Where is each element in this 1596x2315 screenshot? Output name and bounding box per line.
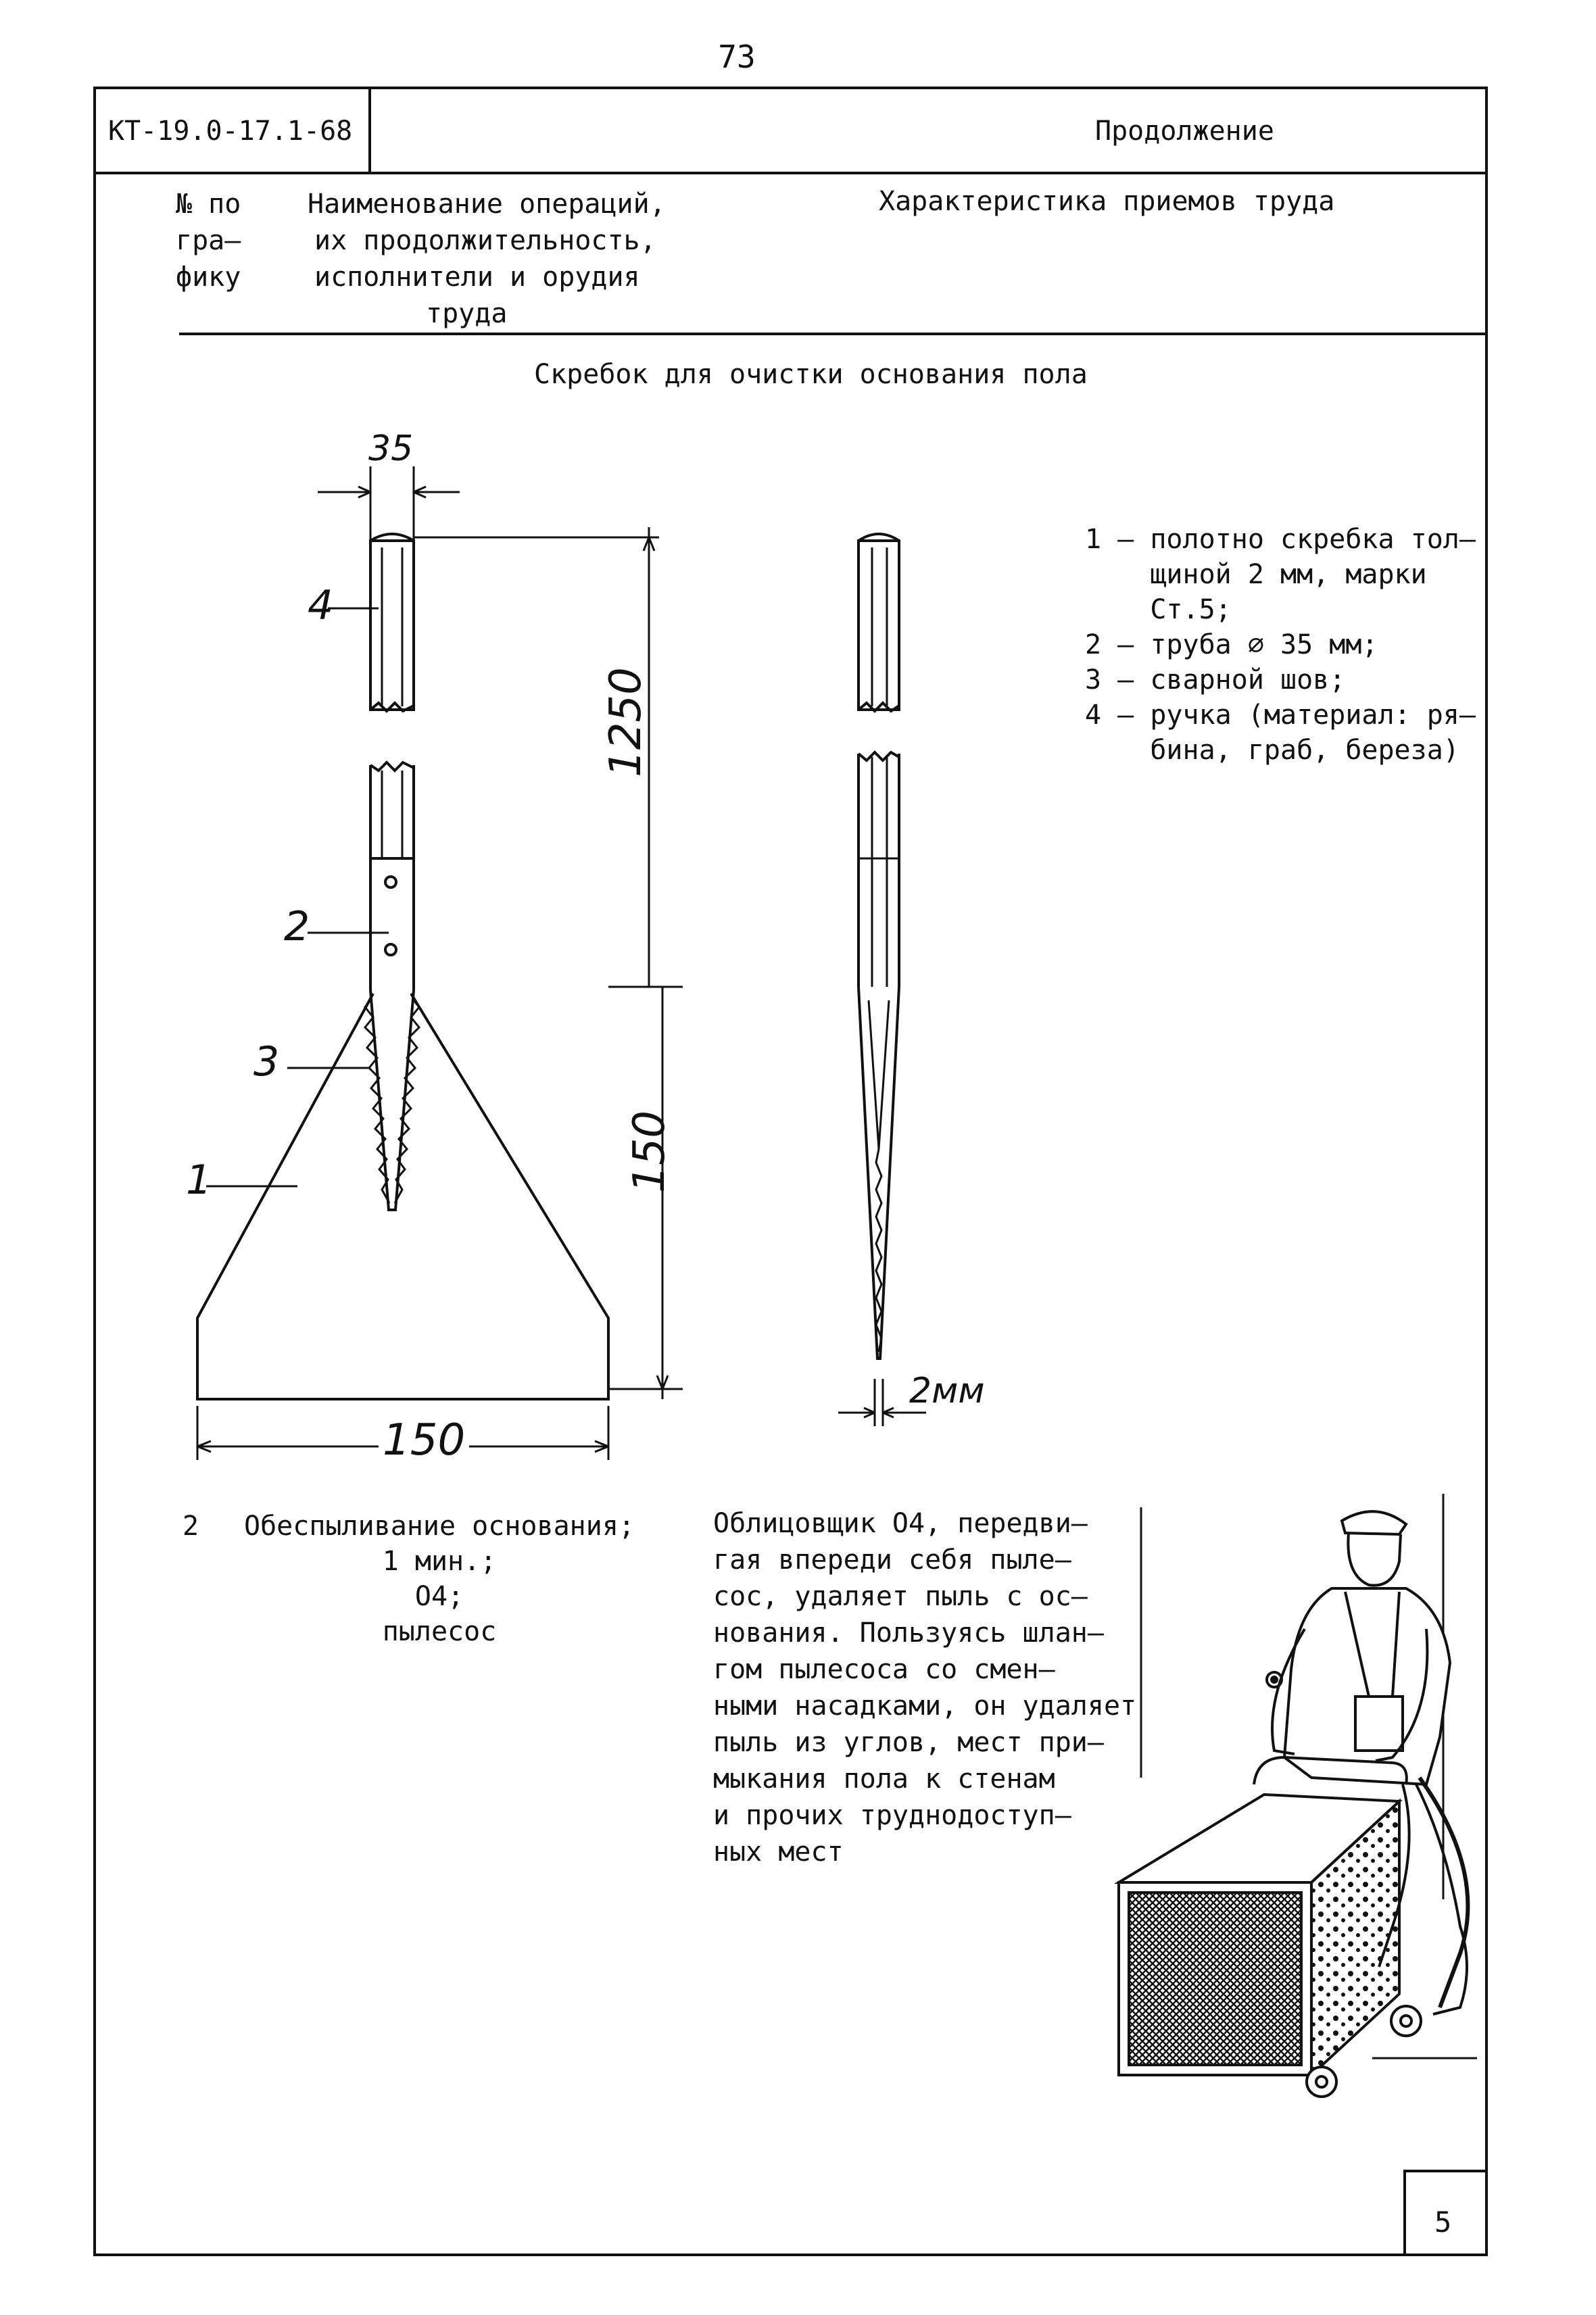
legend-line: бина, граб, береза)	[1085, 735, 1459, 766]
operation-name-line: пылесос	[382, 1616, 497, 1647]
legend-line: Ст.5;	[1085, 594, 1232, 625]
description-line: и прочих труднодоступ–	[713, 1800, 1071, 1831]
callout-1: 1	[186, 1156, 212, 1204]
doc-code: КТ-19.0-17.1-68	[108, 116, 353, 147]
frame-bottom	[93, 2253, 1488, 2256]
description-line: гом пылесоса со смен–	[713, 1654, 1055, 1685]
description-line: гая впереди себя пыле–	[713, 1544, 1071, 1576]
header-col1-line: гра–	[176, 225, 241, 256]
legend-line: 4 – ручка (материал: ря–	[1085, 700, 1476, 731]
operation-name-line: Обеспыливание основания;	[244, 1511, 635, 1542]
sheet-box-top	[1403, 2170, 1488, 2172]
legend-line: 3 – сварной шов;	[1085, 664, 1346, 696]
sheet-box-left	[1403, 2170, 1406, 2255]
operation-name-line: 1 мин.;	[382, 1546, 497, 1577]
callout-4: 4	[308, 582, 334, 629]
continuation-label: Продолжение	[1095, 116, 1274, 147]
legend-line: 1 – полотно скребка тол–	[1085, 524, 1476, 555]
dim-thickness: 2мм	[909, 1371, 985, 1411]
header-col2-line: Наименование операций,	[308, 189, 666, 220]
legend-line: 2 – труба ∅ 35 мм;	[1085, 629, 1378, 660]
description-line: Облицовщик О4, передви–	[713, 1508, 1088, 1539]
callout-2: 2	[284, 903, 310, 950]
dim-bottom-width: 150	[379, 1419, 470, 1462]
page-number: 73	[718, 39, 756, 75]
dim-top-width: 35	[368, 429, 414, 469]
header-col2-line: исполнители и орудия	[314, 262, 640, 293]
header-col2-line: труда	[426, 298, 508, 329]
header-rule	[93, 172, 1488, 174]
header-col2-line: их продолжительность,	[314, 225, 656, 256]
drawing-title: Скребок для очистки основания пола	[534, 359, 1088, 390]
dim-length: 1250	[601, 667, 651, 777]
legend-line: щиной 2 мм, марки	[1085, 559, 1427, 590]
description-line: нования. Пользуясь шлан–	[713, 1617, 1104, 1649]
sheet-number: 5	[1434, 2206, 1452, 2239]
description-line: пыль из углов, мест при–	[713, 1727, 1104, 1758]
frame-left	[93, 87, 96, 2256]
description-line: мыкания пола к стенам	[713, 1763, 1055, 1795]
doc-code-divider	[368, 87, 371, 173]
operation-name-line: О4;	[414, 1581, 464, 1612]
frame-right	[1485, 87, 1488, 2256]
header-col3: Характеристика приемов труда	[879, 186, 1335, 217]
table-header-rule	[179, 333, 1488, 335]
description-line: ных мест	[713, 1836, 844, 1868]
operation-number: 2	[183, 1511, 199, 1542]
frame-top	[93, 87, 1488, 89]
description-line: сос, удаляет пыль с ос–	[713, 1581, 1088, 1612]
worker-vacuum-illustration	[1113, 1494, 1477, 2098]
header-col1-line: фику	[176, 262, 241, 293]
callout-3: 3	[253, 1038, 280, 1086]
header-col1-line: № по	[176, 189, 241, 220]
description-line: ными насадками, он удаляет	[713, 1690, 1137, 1722]
dim-blade-height: 150	[625, 1110, 675, 1193]
